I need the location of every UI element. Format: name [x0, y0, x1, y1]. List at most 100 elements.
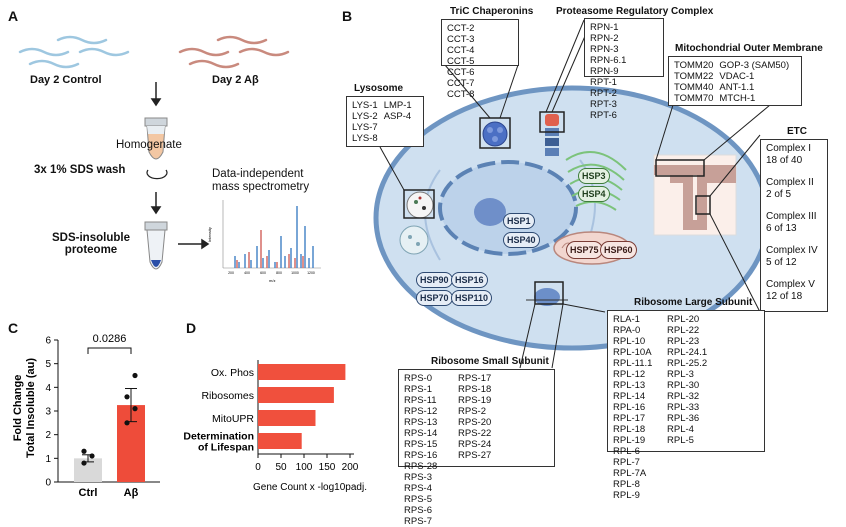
hsp40-label: HSP40: [503, 232, 540, 248]
protein-name: RPS-13: [404, 417, 438, 428]
protein-name: RPT-1: [590, 77, 617, 88]
hsp110-label: HSP110: [451, 290, 493, 306]
protein-name: TOMM20: [674, 60, 714, 71]
tric-title: TriC Chaperonins: [450, 6, 534, 17]
hsp75-label: HSP75: [566, 241, 603, 259]
protein-name: RPL-19: [613, 435, 646, 446]
insoluble-line2: proteome: [64, 244, 118, 256]
protein-name: LMP-1: [383, 100, 412, 111]
protein-name: RPL-16: [613, 402, 646, 413]
etc-title: ETC: [787, 126, 807, 137]
c-ylabel-line1: Fold Change: [12, 375, 24, 442]
etc-complex-count: 18 of 40: [766, 155, 803, 166]
protein-name: RPS-0: [404, 373, 432, 384]
abeta-label: Day 2 Aβ: [212, 74, 259, 86]
c-bar-ctrl: [74, 458, 102, 482]
protein-name: RPS-5: [404, 494, 432, 505]
protein-name: RPN-1: [590, 22, 619, 33]
protein-name: RPL-10A: [613, 347, 652, 358]
protein-name: RPS-20: [458, 417, 492, 428]
c-y-tick-label: 2: [45, 430, 51, 441]
d-category-label: Determination: [183, 431, 254, 443]
protein-name: VDAC-1: [719, 71, 755, 82]
protein-name: RPL-9: [613, 490, 640, 501]
protein-name: LYS-1: [352, 100, 378, 111]
c-y-tick-label: 6: [45, 336, 51, 347]
protein-name: RPL-6: [613, 446, 640, 457]
c-significance-bracket: [87, 347, 132, 354]
hsp16-label: HSP16: [451, 272, 488, 288]
panel-c-chart: Fold Change Total Insoluble (au) 0123456…: [12, 333, 160, 499]
protein-name: RPS-11: [404, 395, 437, 406]
protein-name: RPL-23: [667, 336, 700, 347]
etc-complex-count: 2 of 5: [766, 189, 792, 200]
etc-complex-name: Complex IV: [766, 245, 818, 256]
hsp4-label: HSP4: [578, 186, 610, 202]
c-y-tick-label: 5: [45, 359, 51, 370]
protein-name: CCT-6: [447, 67, 475, 78]
ms-label: Data-independent mass spectrometry: [212, 168, 309, 194]
c-data-point: [124, 394, 130, 400]
protein-name: RPL-10: [613, 336, 646, 347]
protein-name: RPL-24.1: [667, 347, 708, 358]
protein-name: RPS-18: [458, 384, 492, 395]
lysosome-icon: [406, 191, 434, 219]
hsp3-label: HSP3: [578, 168, 610, 184]
ms-ylabel: Intensity: [207, 227, 212, 242]
c-data-point: [81, 448, 87, 454]
protein-name: RPL-20: [667, 314, 700, 325]
d-x-tick-label: 50: [275, 462, 287, 473]
protein-name: RPL-25.2: [667, 358, 708, 369]
panel-c-letter: C: [8, 320, 19, 336]
d-category-label: Ox. Phos: [211, 367, 254, 379]
protein-name: RPS-22: [458, 428, 492, 439]
protein-name: RPS-27: [458, 450, 492, 461]
d-x-tick-label: 150: [319, 462, 336, 473]
c-data-point: [124, 420, 130, 426]
wash-label: 3x 1% SDS wash: [34, 164, 126, 176]
large-subunit-title: Ribosome Large Subunit: [634, 297, 753, 308]
chaperonin-icon: [482, 121, 508, 147]
protein-name: RPL-33: [667, 402, 700, 413]
wash-cycle-icon: [146, 169, 168, 180]
protein-name: LYS-2: [352, 111, 378, 122]
protein-name: RPS-3: [404, 472, 432, 483]
nucleolus: [474, 198, 506, 226]
ms-line2: mass spectrometry: [212, 181, 310, 193]
protein-name: RPS-15: [404, 439, 438, 450]
c-ylabel-line2: Total Insoluble (au): [25, 358, 37, 458]
protein-name: RPS-17: [458, 373, 492, 384]
d-category-label: Ribosomes: [201, 390, 254, 402]
etc-complex-name: Complex II: [766, 177, 814, 188]
protein-name: RPS-16: [404, 450, 438, 461]
protein-name: CCT-5: [447, 56, 475, 67]
panel-b-letter: B: [342, 8, 353, 24]
protein-name: RPL-32: [667, 391, 700, 402]
protein-name: RPT-3: [590, 99, 617, 110]
ms-tick-label: 400: [244, 271, 250, 275]
protein-name: RPL-8: [613, 479, 640, 490]
small-subunit-title: Ribosome Small Subunit: [431, 356, 549, 367]
c-category-label: Aβ: [124, 487, 139, 499]
protein-name: RPS-2: [458, 406, 486, 417]
c-data-point: [81, 460, 87, 466]
etc-complex-name: Complex V: [766, 279, 815, 290]
protein-name: RPL-5: [667, 435, 694, 446]
c-data-point: [89, 453, 95, 459]
panel-d-letter: D: [186, 320, 197, 336]
protein-name: RPT-6: [590, 110, 617, 121]
protein-name: RPL-11.1: [613, 358, 653, 369]
mito-membrane-inset: [653, 154, 737, 236]
protein-name: RPN-6.1: [590, 55, 627, 66]
c-category-label: Ctrl: [79, 487, 98, 499]
